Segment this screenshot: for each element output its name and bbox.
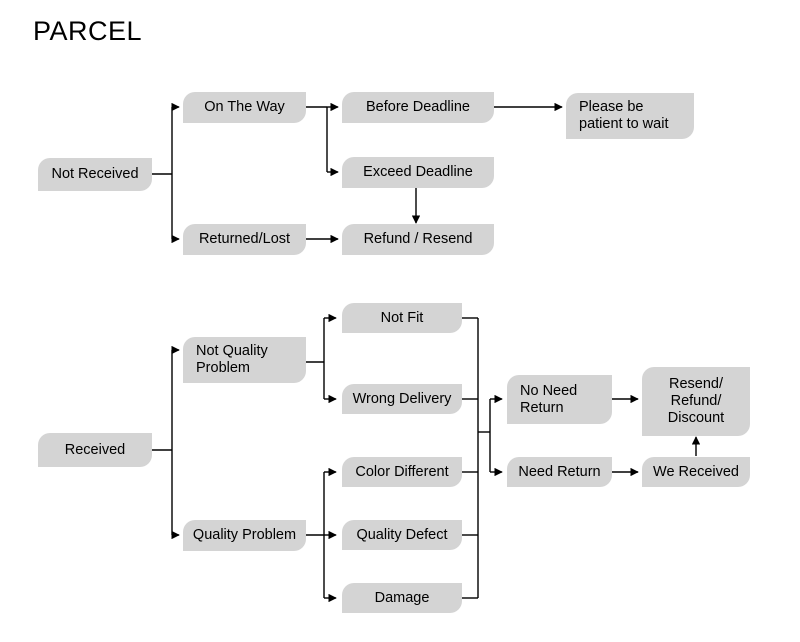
node-not-quality-problem[interactable]: Not Quality Problem bbox=[183, 337, 306, 383]
node-exceed-deadline[interactable]: Exceed Deadline bbox=[342, 157, 494, 188]
page-title: PARCEL bbox=[33, 16, 143, 46]
node-we-received[interactable]: We Received bbox=[642, 457, 750, 487]
node-quality-problem[interactable]: Quality Problem bbox=[183, 520, 306, 551]
node-not-fit[interactable]: Not Fit bbox=[342, 303, 462, 333]
node-need-return[interactable]: Need Return bbox=[507, 457, 612, 487]
node-before-deadline[interactable]: Before Deadline bbox=[342, 92, 494, 123]
node-damage[interactable]: Damage bbox=[342, 583, 462, 613]
node-on-the-way[interactable]: On The Way bbox=[183, 92, 306, 123]
node-received[interactable]: Received bbox=[38, 433, 152, 467]
node-returned-lost[interactable]: Returned/Lost bbox=[183, 224, 306, 255]
node-wrong-delivery[interactable]: Wrong Delivery bbox=[342, 384, 462, 414]
node-refund-resend[interactable]: Refund / Resend bbox=[342, 224, 494, 255]
node-color-different[interactable]: Color Different bbox=[342, 457, 462, 487]
node-resend-refund-discount[interactable]: Resend/ Refund/ Discount bbox=[642, 367, 750, 436]
node-no-need-return[interactable]: No Need Return bbox=[507, 375, 612, 424]
node-not-received[interactable]: Not Received bbox=[38, 158, 152, 191]
node-please-be-patient-to-wait[interactable]: Please be patient to wait bbox=[566, 93, 694, 139]
node-quality-defect[interactable]: Quality Defect bbox=[342, 520, 462, 550]
